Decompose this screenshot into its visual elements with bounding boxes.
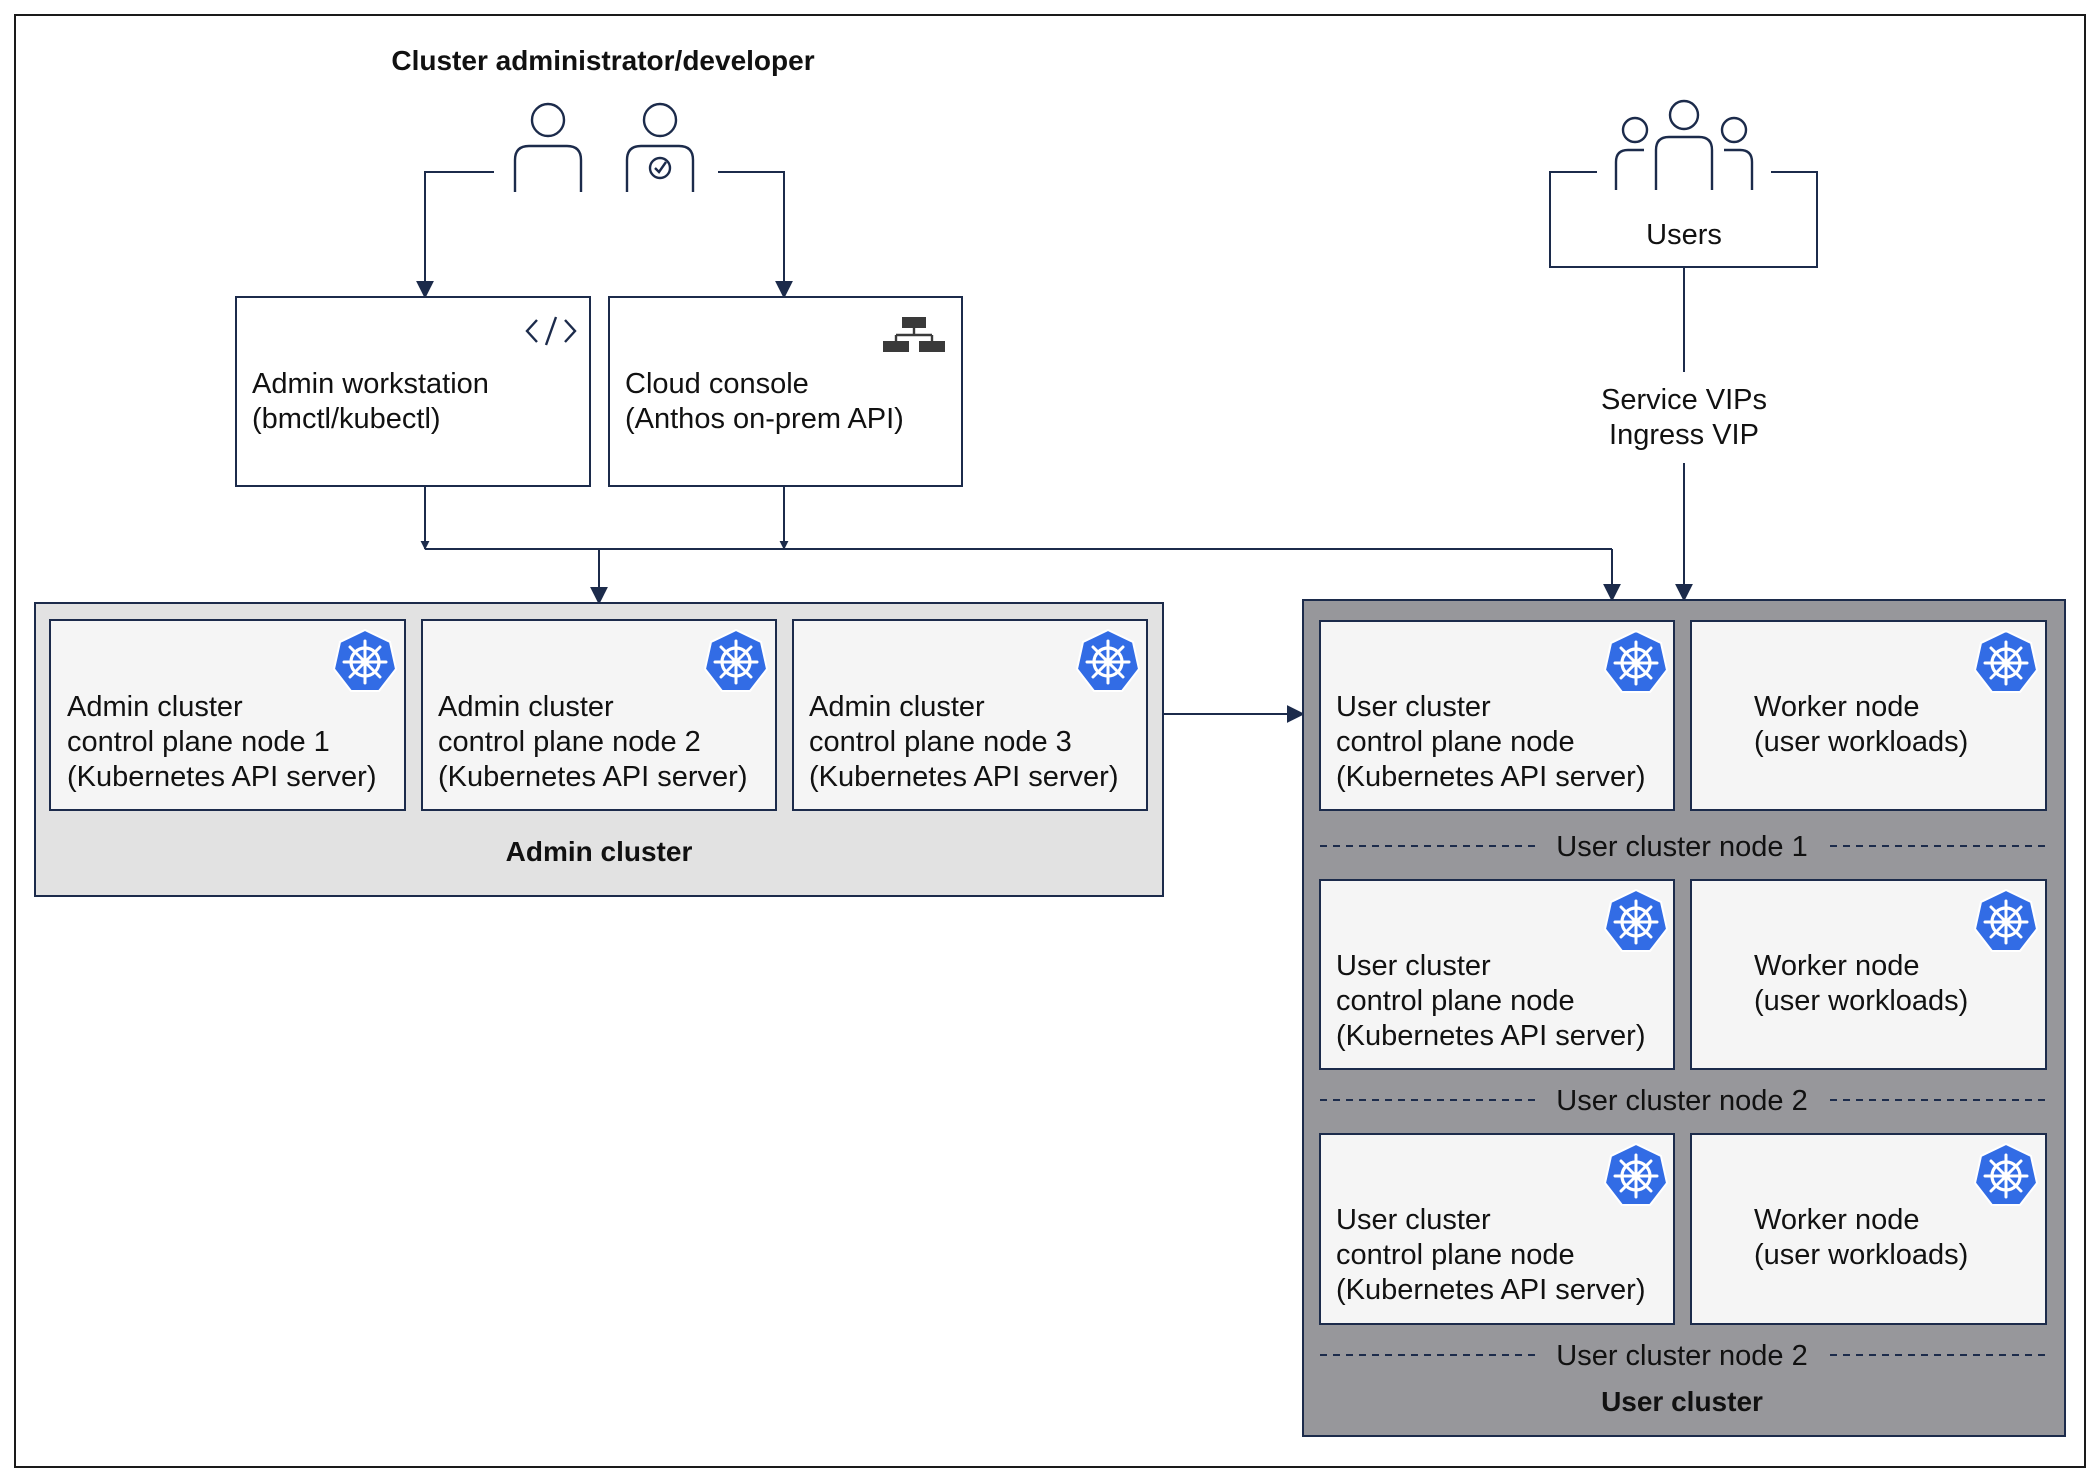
user-control-line1: User cluster bbox=[1336, 691, 1491, 723]
admin-node-1-line1: Admin cluster bbox=[67, 691, 243, 723]
admin-node-2-line3: (Kubernetes API server) bbox=[438, 761, 747, 793]
cloud-console-line1: Cloud console bbox=[625, 368, 809, 400]
admin-node-1-line2: control plane node 1 bbox=[67, 726, 330, 758]
admin-node-3-line2: control plane node 3 bbox=[809, 726, 1072, 758]
admin-control-plane-node-2: Admin cluster control plane node 2 (Kube… bbox=[421, 619, 777, 811]
user-control-plane-node-row-1: User cluster control plane node (Kuberne… bbox=[1319, 620, 1675, 811]
user-control-line3: (Kubernetes API server) bbox=[1336, 1274, 1645, 1306]
worker-line2: (user workloads) bbox=[1754, 1239, 1968, 1271]
admin-workstation-line2: (bmctl/kubectl) bbox=[252, 403, 441, 435]
user-cluster: User cluster control plane node (Kuberne… bbox=[1302, 599, 2066, 1437]
user-cluster-node-label-2: User cluster node 2 bbox=[1556, 1085, 1807, 1117]
admin-node-3-line1: Admin cluster bbox=[809, 691, 985, 723]
admin-cluster: Admin cluster control plane node 1 (Kube… bbox=[34, 602, 1164, 897]
users-label: Users bbox=[1646, 219, 1722, 251]
connector-admin-to-workstation bbox=[416, 171, 494, 299]
user-control-line3: (Kubernetes API server) bbox=[1336, 1020, 1645, 1052]
ingress-vip-label: Ingress VIP bbox=[1609, 419, 1759, 451]
admin-node-1-line3: (Kubernetes API server) bbox=[67, 761, 376, 793]
admin-node-2-line2: control plane node 2 bbox=[438, 726, 701, 758]
distribution-connectors bbox=[420, 486, 1621, 605]
cloud-console-box: Cloud console (Anthos on-prem API) bbox=[608, 296, 963, 487]
user-control-plane-node-row-3: User cluster control plane node (Kuberne… bbox=[1319, 1133, 1675, 1325]
user-control-plane-node-row-2: User cluster control plane node (Kuberne… bbox=[1319, 879, 1675, 1070]
hierarchy-icon bbox=[883, 317, 945, 352]
person-check-icon bbox=[625, 102, 695, 192]
user-control-line2: control plane node bbox=[1336, 1239, 1575, 1271]
administrator-title: Cluster administrator/developer bbox=[391, 45, 814, 76]
worker-node-row-2: Worker node (user workloads) bbox=[1690, 879, 2047, 1070]
cloud-console-line2: (Anthos on-prem API) bbox=[625, 403, 904, 435]
user-control-line1: User cluster bbox=[1336, 950, 1491, 982]
admin-node-3-line3: (Kubernetes API server) bbox=[809, 761, 1118, 793]
admin-workstation-box: Admin workstation (bmctl/kubectl) bbox=[235, 296, 591, 487]
user-control-line1: User cluster bbox=[1336, 1204, 1491, 1236]
user-control-line3: (Kubernetes API server) bbox=[1336, 761, 1645, 793]
user-cluster-label: User cluster bbox=[1601, 1386, 1763, 1417]
user-cluster-node-label-1: User cluster node 1 bbox=[1556, 831, 1807, 863]
worker-node-row-1: Worker node (user workloads) bbox=[1690, 620, 2047, 811]
connector-admin-to-console bbox=[718, 171, 793, 299]
code-icon bbox=[525, 316, 577, 346]
worker-line2: (user workloads) bbox=[1754, 726, 1968, 758]
person-icon bbox=[513, 102, 583, 192]
user-control-line2: control plane node bbox=[1336, 726, 1575, 758]
worker-line1: Worker node bbox=[1754, 1204, 1920, 1236]
worker-node-row-3: Worker node (user workloads) bbox=[1690, 1133, 2047, 1325]
admin-control-plane-node-1: Admin cluster control plane node 1 (Kube… bbox=[49, 619, 406, 811]
users-group-icon bbox=[1614, 99, 1754, 190]
admin-workstation-line1: Admin workstation bbox=[252, 368, 489, 400]
worker-line2: (user workloads) bbox=[1754, 985, 1968, 1017]
user-control-line2: control plane node bbox=[1336, 985, 1575, 1017]
worker-line1: Worker node bbox=[1754, 691, 1920, 723]
user-cluster-node-label-3: User cluster node 2 bbox=[1556, 1340, 1807, 1372]
admin-cluster-label: Admin cluster bbox=[506, 836, 693, 867]
admin-control-plane-node-3: Admin cluster control plane node 3 (Kube… bbox=[792, 619, 1148, 811]
service-vips-label: Service VIPs bbox=[1601, 384, 1767, 416]
admin-node-2-line1: Admin cluster bbox=[438, 691, 614, 723]
worker-line1: Worker node bbox=[1754, 950, 1920, 982]
